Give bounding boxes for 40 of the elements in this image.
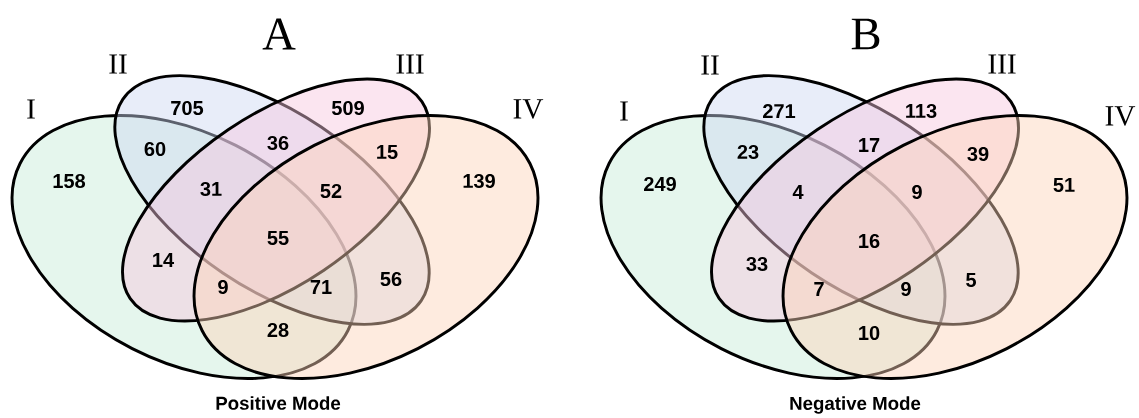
region-count: 28: [267, 322, 289, 338]
region-count: 14: [153, 253, 174, 267]
region-count: 16: [859, 233, 880, 249]
region-count: 9: [218, 279, 228, 295]
panel-caption: Negative Mode: [790, 396, 921, 414]
region-count: 158: [53, 173, 86, 189]
region-count: 705: [171, 100, 204, 116]
region-count: 9: [912, 184, 922, 200]
node-label: III: [988, 54, 1016, 74]
region-count: 7: [814, 282, 824, 296]
panel-title: A: [262, 18, 296, 50]
region-count: 39: [967, 146, 989, 162]
node-label: IV: [513, 99, 544, 119]
region-count: 249: [644, 176, 676, 192]
region-count: 36: [267, 135, 289, 151]
region-count: 31: [200, 181, 222, 197]
region-count: 509: [331, 100, 364, 116]
region-count: 5: [966, 273, 976, 287]
node-label: I: [27, 99, 35, 119]
region-count: 51: [1053, 178, 1075, 192]
region-count: 139: [463, 173, 495, 189]
region-count: 60: [144, 141, 166, 157]
node-label: II: [109, 54, 127, 74]
region-count: 33: [746, 256, 768, 272]
node-label: II: [701, 55, 719, 75]
region-count: 55: [267, 231, 289, 245]
region-count: 52: [320, 183, 342, 199]
region-count: 9: [901, 281, 911, 297]
region-count: 56: [380, 271, 402, 287]
panel-caption: Positive Mode: [216, 396, 341, 410]
region-count: 71: [310, 280, 332, 294]
region-count: 23: [737, 144, 759, 160]
region-count: 113: [906, 103, 937, 119]
region-count: 17: [859, 138, 880, 152]
region-count: 10: [859, 325, 880, 341]
region-count: 15: [377, 145, 398, 159]
region-count: 271: [763, 104, 796, 118]
region-count: 4: [792, 185, 804, 199]
node-label: III: [396, 54, 424, 74]
panel-title: B: [851, 18, 880, 50]
